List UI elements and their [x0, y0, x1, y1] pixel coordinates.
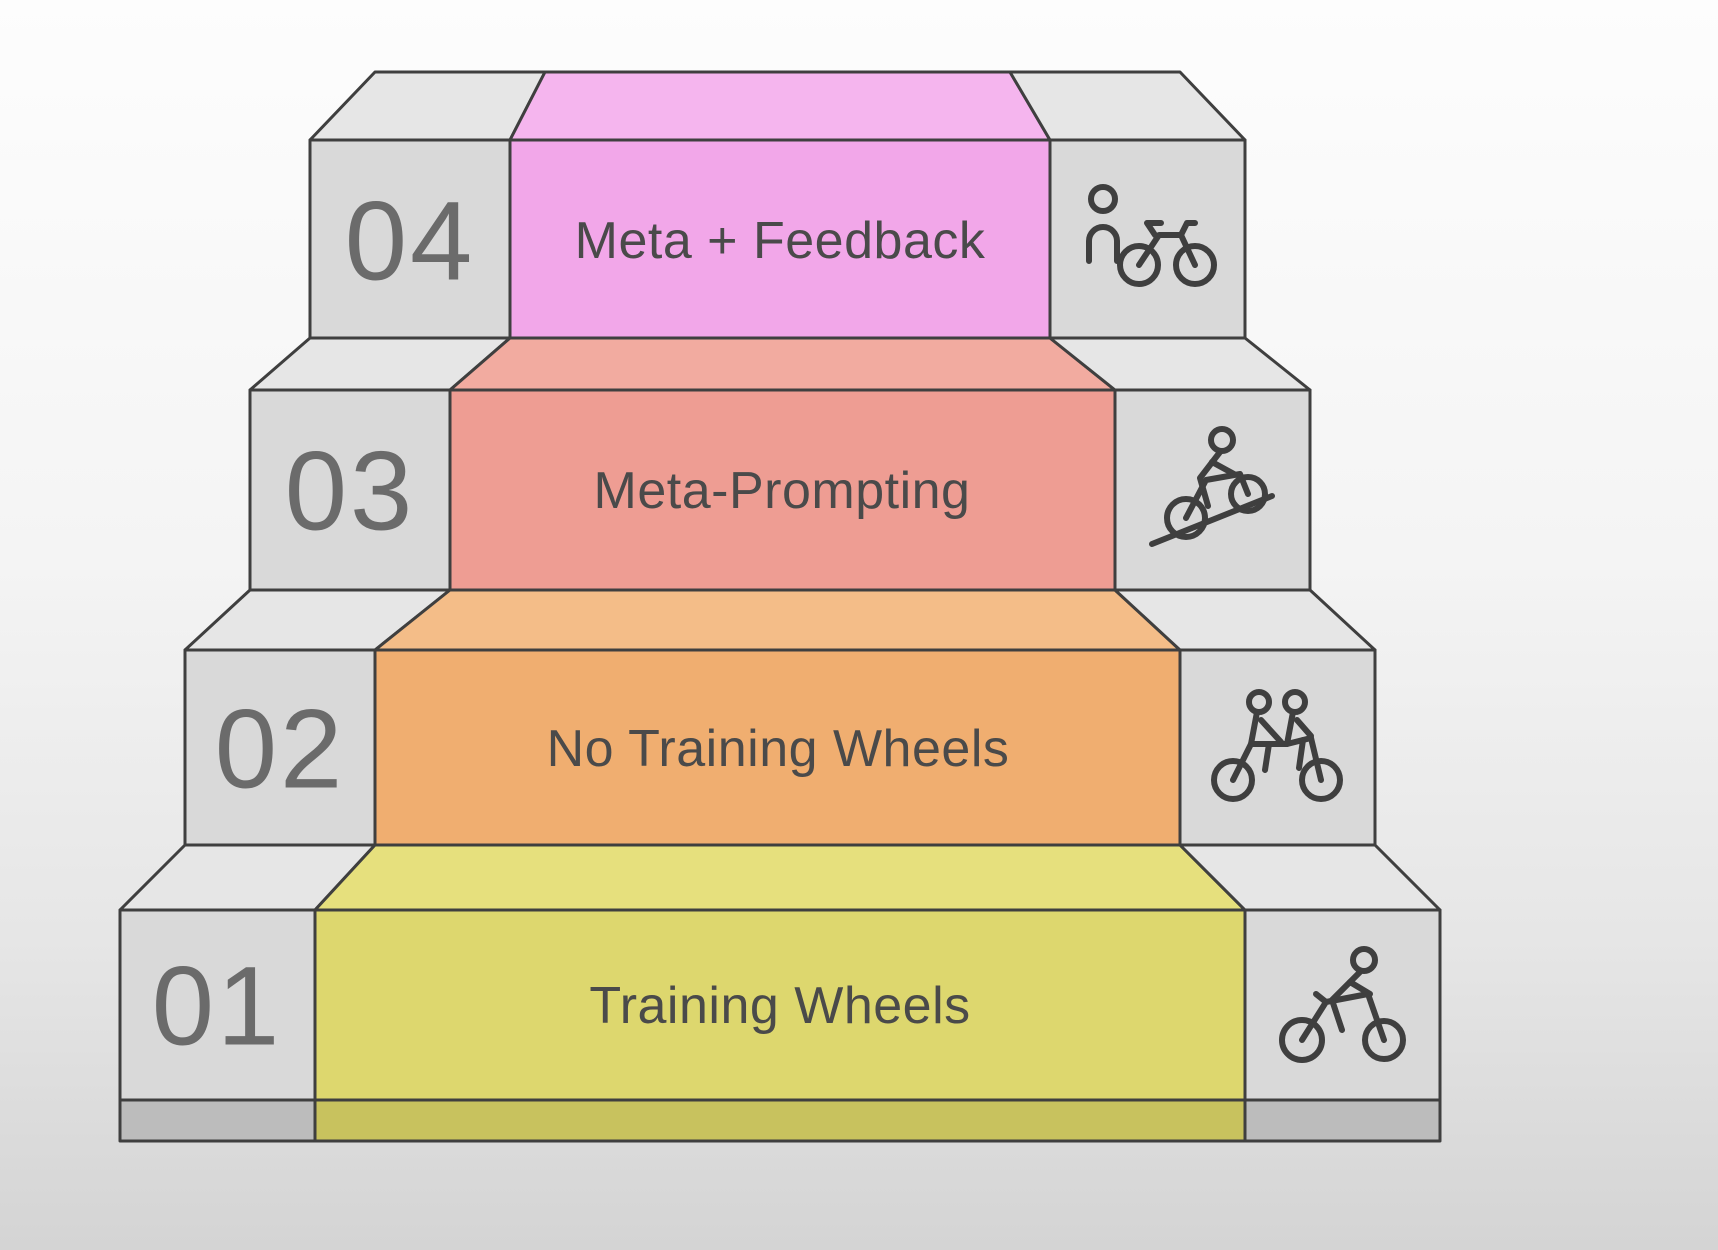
step-2-front-panel — [373, 648, 1182, 847]
step-4-top-right-face — [1008, 70, 1247, 142]
person-with-bicycle-icon — [1086, 184, 1217, 287]
step-4-front-left-block — [308, 138, 512, 340]
step-4-top-left-face — [308, 70, 547, 142]
tandem-cyclists-icon — [1211, 689, 1343, 802]
step-3-front-panel — [448, 388, 1117, 592]
step-4-front-panel — [508, 138, 1052, 340]
step-3-front-left-block — [248, 388, 452, 592]
step-1-front-right-block — [1243, 908, 1442, 1102]
uphill-cyclist-icon — [1149, 426, 1275, 547]
step-2-front-left-block — [183, 648, 377, 847]
step-2 — [183, 588, 1377, 847]
step-4-front-right-block — [1048, 138, 1247, 340]
base-strip-left — [118, 1098, 317, 1143]
cyclist-icon — [1279, 946, 1406, 1063]
step-2-front-right-block — [1178, 648, 1377, 847]
step-1-front-panel — [313, 908, 1247, 1102]
base-strip-center — [313, 1098, 1247, 1143]
step-1 — [118, 843, 1442, 1143]
step-1-top-center-face — [313, 843, 1247, 912]
step-4-top-center-face — [508, 70, 1052, 142]
step-3 — [248, 336, 1312, 592]
base-strip-right — [1243, 1098, 1442, 1143]
step-3-front-right-block — [1113, 388, 1312, 592]
step-2-top-center-face — [373, 588, 1182, 652]
step-4 — [308, 70, 1247, 340]
step-3-top-center-face — [448, 336, 1117, 392]
step-1-front-left-block — [118, 908, 317, 1102]
